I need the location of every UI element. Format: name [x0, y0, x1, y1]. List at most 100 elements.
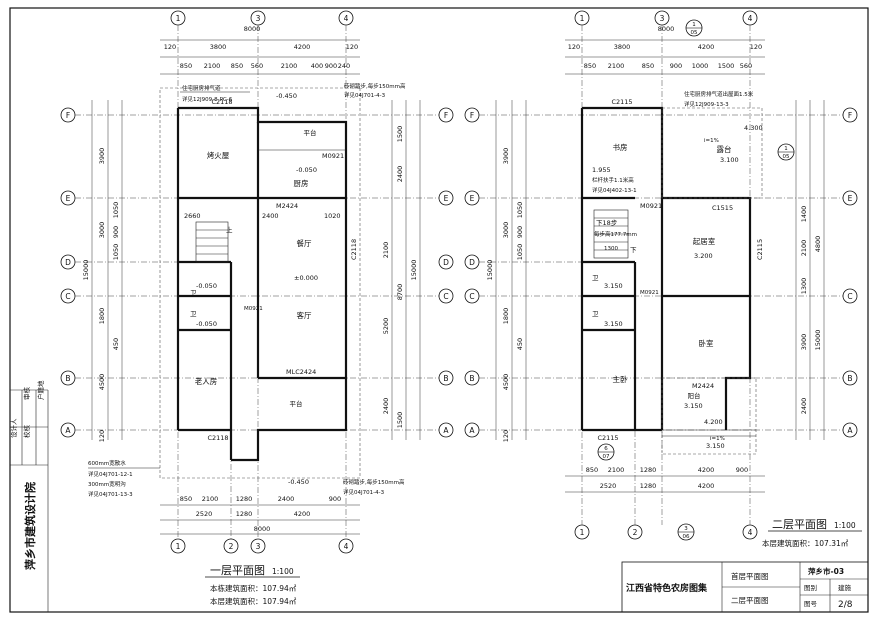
- axis-label: E: [470, 194, 475, 203]
- room-terrace: 露台: [717, 144, 732, 154]
- dim: 450: [516, 338, 524, 350]
- dim: 120: [98, 430, 106, 442]
- dim: 15000: [814, 330, 822, 351]
- elev-living: ±0.000: [294, 274, 318, 282]
- axis-label: A: [65, 426, 71, 435]
- plan2-title: 二层平面图: [772, 518, 827, 531]
- axis-label: F: [444, 111, 448, 120]
- dim: 850: [586, 466, 598, 474]
- room-wc2-p2: 卫: [592, 310, 599, 318]
- room-balcony: 阳台: [688, 391, 701, 400]
- side-label-household: 户籍地: [36, 380, 45, 400]
- room-family: 起居室: [693, 236, 716, 246]
- elev-balcony3: 3.150: [706, 442, 725, 450]
- stair-note2: 每步高177.7mm: [594, 230, 637, 238]
- dim: 1300: [800, 278, 808, 295]
- note-ramp2: 砖砌踏步,每步150mm高: [343, 478, 405, 486]
- label-m0921b-p2: M0921: [640, 290, 659, 296]
- axis-label: 4: [344, 542, 349, 551]
- plan1-scale: 1:100: [272, 567, 294, 576]
- axis-label: F: [470, 111, 474, 120]
- dim: 2100: [608, 466, 625, 474]
- label-c2118-bottom: C2118: [207, 434, 228, 442]
- room-study: 书房: [613, 142, 628, 152]
- label-c2118-right: C2118: [350, 239, 358, 260]
- dim: 2100: [382, 242, 390, 259]
- label-m2424: M2424: [276, 202, 298, 210]
- dim: 1800: [98, 308, 106, 325]
- drawing-name-2: 二层平面图: [731, 596, 769, 605]
- category-value: 建施: [838, 583, 852, 592]
- dim: 4200: [698, 482, 715, 490]
- axis-label: A: [443, 426, 449, 435]
- dim: 1800: [502, 308, 510, 325]
- dim: 1500: [718, 62, 735, 70]
- note-ramp-ref: 详见04J701-4-3: [344, 91, 386, 99]
- dim: 1500: [396, 412, 404, 429]
- note-flue-p2: 住宅厨房排气道出屋面1.5米: [684, 90, 754, 98]
- dim: 4500: [502, 374, 510, 391]
- room-wc2: 卫: [190, 310, 197, 318]
- elev-terrace2: 3.100: [720, 156, 739, 164]
- detail-tag: 1 05: [777, 143, 795, 161]
- dim: 1280: [640, 466, 657, 474]
- second-floor-stair: [593, 209, 629, 259]
- axis-label: B: [65, 374, 70, 383]
- dim: 2520: [600, 482, 617, 490]
- plan2-scale: 1:100: [834, 521, 856, 530]
- axis-bubbles-left-p1: F E D C B A: [60, 107, 76, 438]
- dim: 120: [346, 43, 358, 51]
- axis-label: D: [469, 258, 475, 267]
- detail-tag: 6 07: [597, 443, 615, 461]
- note-gutter: 300mm宽明沟: [88, 480, 126, 488]
- dim: 1400: [800, 206, 808, 223]
- note-flue-ref-p2: 详见12J909-13-3: [684, 100, 729, 108]
- dim: 2400: [396, 166, 404, 183]
- dim: 4200: [294, 43, 311, 51]
- axis-label: 1: [176, 14, 181, 23]
- elev-bottom: -0.450: [288, 478, 309, 486]
- room-master: 主卧: [613, 374, 628, 384]
- elev-wc2-p2: 3.150: [604, 320, 623, 328]
- dim: 1280: [640, 482, 657, 490]
- dim-top-total: 8000: [244, 25, 261, 33]
- label-c1515: C1515: [712, 204, 733, 212]
- tag-bottom: 05: [783, 154, 790, 160]
- dim: 850: [584, 62, 596, 70]
- elev-family: 3.200: [694, 252, 713, 260]
- room-kitchen: 厨房: [294, 178, 309, 188]
- room-kitchen-fire: 烤火屋: [207, 150, 230, 160]
- dim: 2520: [196, 510, 213, 518]
- dim: 1280: [236, 510, 253, 518]
- dim: 900: [736, 466, 748, 474]
- note-apron-ref: 详见04J701-12-1: [88, 470, 133, 478]
- dim: 4500: [98, 374, 106, 391]
- second-floor-walls: [580, 106, 763, 455]
- dim: 120: [164, 43, 176, 51]
- axis-label: 1: [176, 542, 181, 551]
- category-label: 图别: [804, 583, 817, 592]
- room-width-1: 2660: [184, 212, 201, 220]
- tag-bottom: 06: [683, 534, 690, 540]
- axis-label: A: [847, 426, 853, 435]
- institute-name: 萍乡市建筑设计院: [23, 482, 37, 570]
- axis-label: D: [443, 258, 449, 267]
- dim: 400: [311, 62, 323, 70]
- dim: 560: [740, 62, 752, 70]
- dim: 120: [502, 430, 510, 442]
- label-m0921b: M0921: [244, 306, 263, 312]
- axis-label: F: [848, 111, 852, 120]
- room-elder: 老人房: [195, 376, 218, 386]
- side-label-checker: 校核: [22, 425, 31, 439]
- elev-balcony: 3.150: [684, 402, 703, 410]
- axis-label: 3: [256, 14, 261, 23]
- label-c2115-top: C2115: [611, 98, 632, 106]
- detail-tag: 3 06: [677, 523, 695, 541]
- first-floor-stair: 上: [195, 221, 233, 263]
- room-wc1-p2: 卫: [592, 274, 599, 282]
- dim: 15000: [486, 260, 494, 281]
- dim: 240: [338, 62, 350, 70]
- apron-outline: [159, 87, 361, 479]
- room-living: 客厅: [297, 310, 312, 320]
